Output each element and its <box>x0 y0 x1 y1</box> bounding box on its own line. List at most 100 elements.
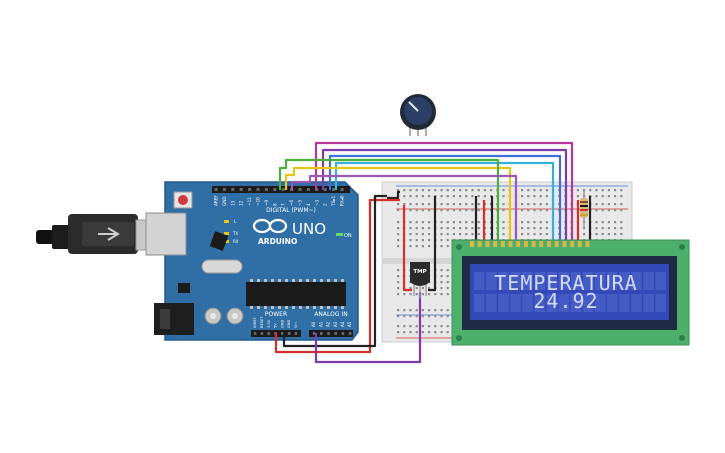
analog-pin[interactable] <box>320 332 323 335</box>
usb-controller-chip <box>209 231 229 251</box>
atmega-microcontroller <box>246 282 346 306</box>
rx-led <box>224 240 229 243</box>
arduino-logo: ARDUINO UNO <box>252 218 326 246</box>
lcd-pin[interactable] <box>554 241 559 247</box>
digital-pin-label: RX◂0 <box>340 195 345 206</box>
analog-label: ANALOG IN <box>314 311 347 318</box>
lcd-pin[interactable] <box>470 241 474 247</box>
lcd-pin[interactable] <box>485 241 490 247</box>
digital-pin[interactable] <box>273 188 277 191</box>
analog-pin-label: A5 <box>347 321 352 327</box>
analog-pin[interactable] <box>348 332 352 335</box>
digital-pin[interactable] <box>264 188 268 191</box>
lcd-pin[interactable] <box>516 241 521 247</box>
power-pin-label: IOREF <box>253 317 257 328</box>
sensor-label: TMP <box>413 269 426 275</box>
digital-pin[interactable] <box>239 188 243 191</box>
analog-pin-label: A2 <box>326 321 331 327</box>
analog-pin[interactable] <box>341 332 345 335</box>
lcd-pin[interactable] <box>508 241 513 247</box>
potentiometer[interactable] <box>400 94 436 136</box>
lcd-pin[interactable] <box>531 241 536 247</box>
power-pin[interactable] <box>281 332 284 335</box>
digital-pin-label: TX▸1 <box>331 195 336 207</box>
analog-pin[interactable] <box>312 332 316 335</box>
potentiometer-indicator <box>408 101 419 112</box>
power-pin[interactable] <box>260 332 264 335</box>
digital-pin-label: ~6 <box>289 199 294 206</box>
digital-pin[interactable] <box>306 188 310 191</box>
digital-pin[interactable] <box>222 188 226 191</box>
lcd-pin[interactable] <box>570 241 575 247</box>
lcd-pin[interactable] <box>577 241 582 247</box>
digital-pin[interactable] <box>332 188 336 191</box>
wire-black-rail[interactable] <box>387 190 400 200</box>
digital-pin[interactable] <box>248 188 252 191</box>
analog-pin[interactable] <box>334 332 337 335</box>
power-pin[interactable] <box>267 332 270 335</box>
digital-pin-label: ~3 <box>314 199 319 206</box>
wire-blue[interactable] <box>328 154 562 240</box>
lcd-pin[interactable] <box>523 241 528 247</box>
digital-pin[interactable] <box>323 188 327 191</box>
digital-pin[interactable] <box>256 188 260 191</box>
arduino-logo-text: ARDUINO <box>258 237 297 246</box>
lcd-pin[interactable] <box>539 241 544 247</box>
lcd-pin[interactable] <box>562 241 567 247</box>
reset-button-cap[interactable] <box>178 195 188 205</box>
digital-pin[interactable] <box>214 188 218 191</box>
lcd-pin[interactable] <box>493 241 498 247</box>
wire-green[interactable] <box>278 158 500 240</box>
lcd-pin[interactable] <box>585 241 590 247</box>
lcd-pin[interactable] <box>500 241 505 247</box>
wire-yellow[interactable] <box>284 166 512 240</box>
board-model: UNO <box>292 220 326 238</box>
power-pin-label: 3.3V <box>267 319 271 328</box>
wire-purple-a0[interactable] <box>314 292 422 364</box>
wire-purple-top[interactable] <box>321 148 568 240</box>
wire-black-sensor[interactable] <box>428 196 437 292</box>
digital-pin[interactable] <box>340 188 344 191</box>
wire-black-gnd[interactable] <box>282 196 377 348</box>
lcd-module[interactable]: TEMPERATURA 24.92 <box>451 239 690 346</box>
sensor-body <box>410 262 430 286</box>
wire-magenta[interactable] <box>314 141 574 240</box>
power-pin[interactable] <box>287 332 291 335</box>
wires <box>274 141 592 364</box>
digital-pin-label: ~10 <box>256 197 261 206</box>
lcd-pin[interactable] <box>547 241 551 247</box>
digital-pin-label: 7 <box>281 203 286 206</box>
digital-pin[interactable] <box>298 188 302 191</box>
wire-red-sensor[interactable] <box>402 205 412 292</box>
on-led <box>336 233 343 236</box>
tx-led <box>224 232 229 235</box>
digital-pin-label: 13 <box>230 200 235 206</box>
voltage-regulator <box>178 283 190 293</box>
digital-pin[interactable] <box>281 188 285 191</box>
digital-pin-label: 2 <box>323 203 328 206</box>
usb-b-jack <box>145 212 187 256</box>
analog-pin[interactable] <box>327 332 330 335</box>
power-label: POWER <box>265 311 287 318</box>
l-led <box>224 220 229 223</box>
power-pin-label: GND <box>287 320 291 328</box>
lcd-line-2: 24.92 <box>533 289 598 313</box>
wire-violet[interactable] <box>290 174 518 240</box>
digital-pin[interactable] <box>231 188 235 191</box>
lcd-screen <box>470 264 669 320</box>
digital-pin-label: 12 <box>239 200 244 206</box>
resistor <box>580 190 588 228</box>
lcd-line-1: TEMPERATURA <box>494 271 637 295</box>
temperature-sensor[interactable]: TMP <box>410 262 430 298</box>
usb-icon <box>98 227 120 241</box>
lcd-pin[interactable] <box>477 241 482 247</box>
power-pin[interactable] <box>294 332 298 335</box>
power-pin[interactable] <box>253 332 257 335</box>
usb-cable <box>36 214 169 254</box>
wire-red-5v[interactable] <box>274 200 372 354</box>
digital-pin-label: GND <box>222 196 227 206</box>
analog-pin-label: A1 <box>318 321 323 327</box>
